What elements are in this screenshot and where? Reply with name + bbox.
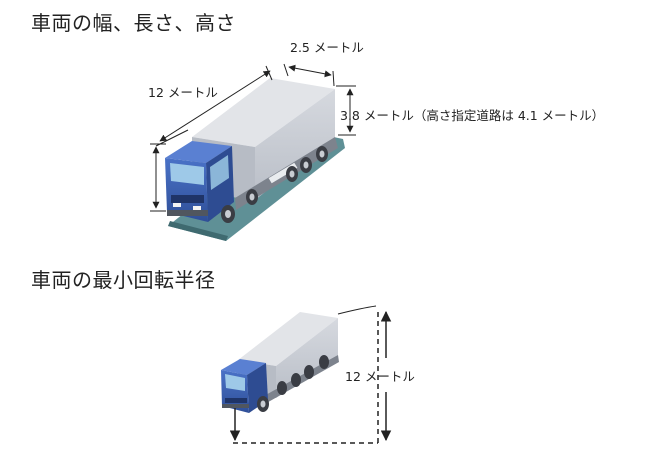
truck-large <box>165 78 345 241</box>
heading-turning-radius: 車両の最小回転半径 <box>31 268 216 292</box>
length-label: 12 メートル <box>148 85 218 100</box>
height-dimension: 3.8 メートル（高さ指定道路は 4.1 メートル） <box>336 85 604 136</box>
truck-small <box>221 312 339 413</box>
turning-radius-label: 12 メートル <box>345 369 415 384</box>
cab-height-dimension <box>150 143 166 212</box>
truck-cab <box>165 141 234 222</box>
width-dimension: 2.5 メートル <box>283 40 364 87</box>
height-label: 3.8 メートル（高さ指定道路は 4.1 メートル） <box>340 108 604 123</box>
windshield <box>170 163 204 185</box>
heading-vehicle-dimensions: 車両の幅、長さ、高さ <box>31 11 236 35</box>
turning-radius-indicator: 12 メートル <box>229 305 415 444</box>
container-side <box>255 89 335 200</box>
length-dimension: 12 メートル <box>148 65 273 147</box>
width-label: 2.5 メートル <box>290 40 364 55</box>
